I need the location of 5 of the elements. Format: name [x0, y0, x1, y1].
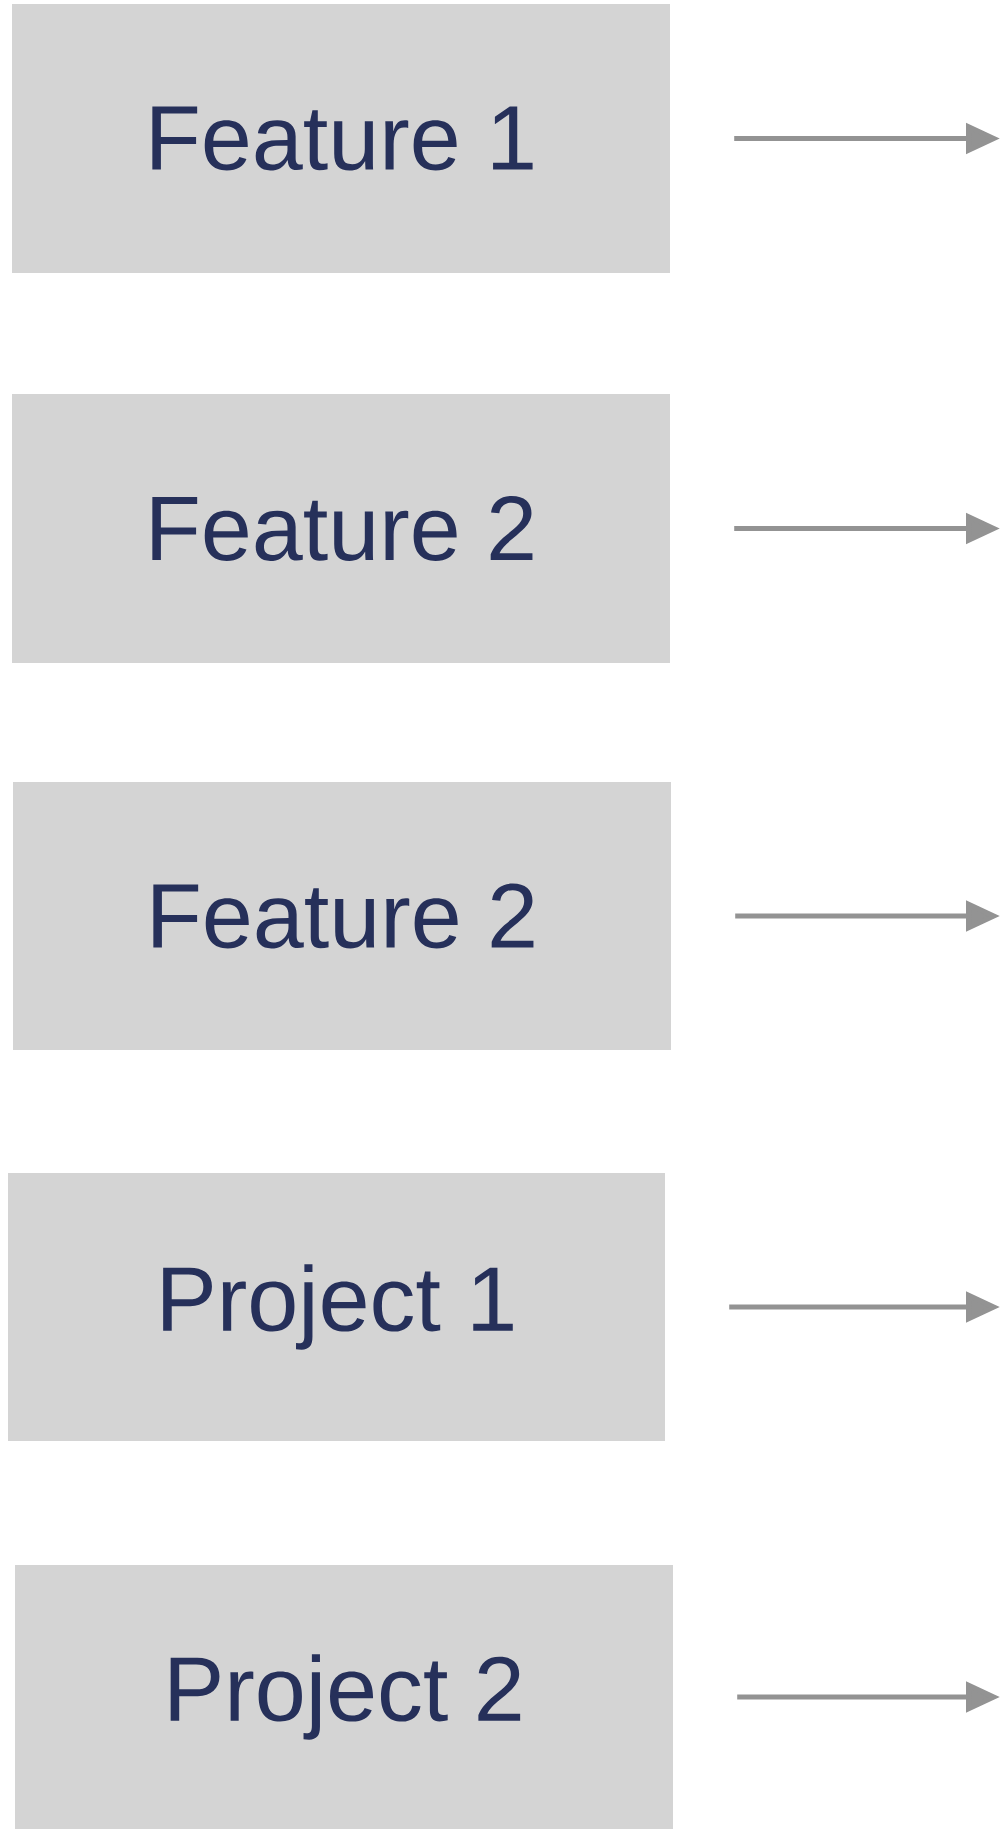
feature-box: Feature 2	[13, 782, 671, 1050]
feature-box: Project 1	[8, 1173, 665, 1441]
feature-box: Feature 1	[12, 4, 670, 273]
feature-box: Feature 2	[12, 394, 670, 663]
feature-box: Project 2	[15, 1565, 673, 1829]
